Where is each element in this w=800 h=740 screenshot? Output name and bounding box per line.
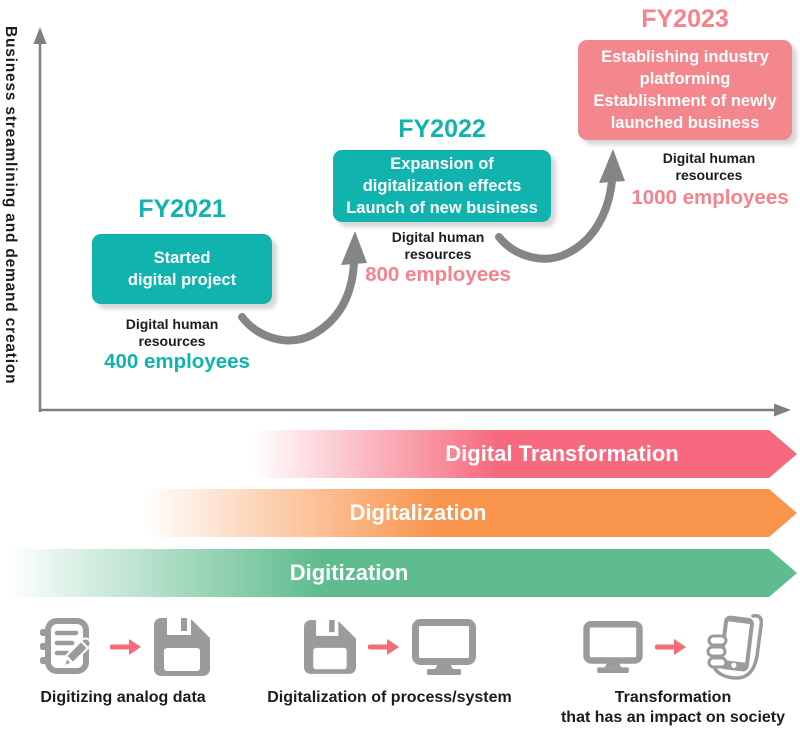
band-digitalization: Digitalization bbox=[143, 489, 797, 537]
floppy-disk-icon bbox=[303, 620, 356, 674]
arrow-right-icon bbox=[110, 639, 141, 655]
legend-digitizing-icons bbox=[36, 614, 210, 680]
x-axis-arrowhead-icon bbox=[774, 403, 791, 417]
stage-fy2022-year: FY2022 bbox=[398, 115, 486, 143]
stage-fy2023-box-line: platforming bbox=[639, 70, 731, 88]
band-digitalization-label: Digitalization bbox=[349, 500, 487, 525]
stage-fy2022-box-line: digitalization effects bbox=[362, 177, 522, 195]
stage-fy2023-resources-label: Digital human resources bbox=[662, 150, 756, 183]
stage-fy2023-employees: 1000 employees bbox=[631, 186, 789, 209]
stage-fy2022-box-line: Expansion of bbox=[390, 155, 494, 173]
stage-fy2021-year: FY2021 bbox=[138, 195, 226, 223]
band-digitization-label: Digitization bbox=[289, 560, 409, 585]
stage-fy2021-box: Started digital project bbox=[92, 234, 272, 304]
phone-in-hand-icon bbox=[706, 613, 763, 680]
stage-fy2023-year: FY2023 bbox=[641, 5, 729, 33]
stage-fy2023-box-line: launched business bbox=[610, 114, 760, 132]
stage-fy2023-box: Establishing industry platforming Establ… bbox=[578, 40, 792, 140]
monitor-icon bbox=[583, 621, 643, 673]
floppy-disk-icon bbox=[154, 618, 210, 676]
legend-digitizing: Digitizing analog data bbox=[8, 614, 238, 708]
legend-digitalization-caption: Digitalization of process/system bbox=[267, 689, 512, 706]
stage-fy2021-box-line: Started bbox=[153, 249, 211, 267]
stage-fy2023-box-line: Establishment of newly bbox=[593, 92, 777, 110]
stage-fy2021-box-line: digital project bbox=[127, 271, 237, 289]
band-digitization: Digitization bbox=[6, 549, 797, 597]
arrow-right-icon bbox=[367, 639, 399, 655]
band-digital-transformation: Digital Transformation bbox=[253, 430, 797, 478]
stage-fy2021-employees: 400 employees bbox=[104, 350, 250, 373]
arrow-right-icon bbox=[655, 639, 686, 655]
legend-transformation-caption: Transformation that has an impact on soc… bbox=[560, 689, 786, 726]
legend-digitalization: Digitalization of process/system bbox=[267, 614, 512, 708]
stage-fy2022-resources-label: Digital human resources bbox=[391, 229, 485, 262]
stage-fy2021-resources-label: Digital human resources bbox=[125, 316, 219, 349]
y-axis-arrowhead-icon bbox=[33, 27, 47, 44]
legend-transformation-icons bbox=[583, 613, 763, 680]
legend-digitalization-icons bbox=[303, 614, 476, 680]
legend-transformation: Transformation that has an impact on soc… bbox=[548, 613, 798, 728]
stage-fy2022-box: Expansion of digitalization effects Laun… bbox=[333, 150, 551, 222]
band-digital-transformation-label: Digital Transformation bbox=[445, 441, 679, 466]
monitor-icon bbox=[411, 619, 476, 675]
stage-fy2023-box-line: Establishing industry bbox=[601, 48, 769, 66]
stage-fy2022-employees: 800 employees bbox=[365, 263, 511, 286]
stage-fy2022-box-line: Launch of new business bbox=[346, 199, 538, 217]
y-axis-label: Business streamlining and demand creatio… bbox=[2, 26, 19, 385]
legend-digitizing-caption: Digitizing analog data bbox=[40, 689, 206, 706]
notepad-pencil-icon bbox=[40, 618, 92, 674]
